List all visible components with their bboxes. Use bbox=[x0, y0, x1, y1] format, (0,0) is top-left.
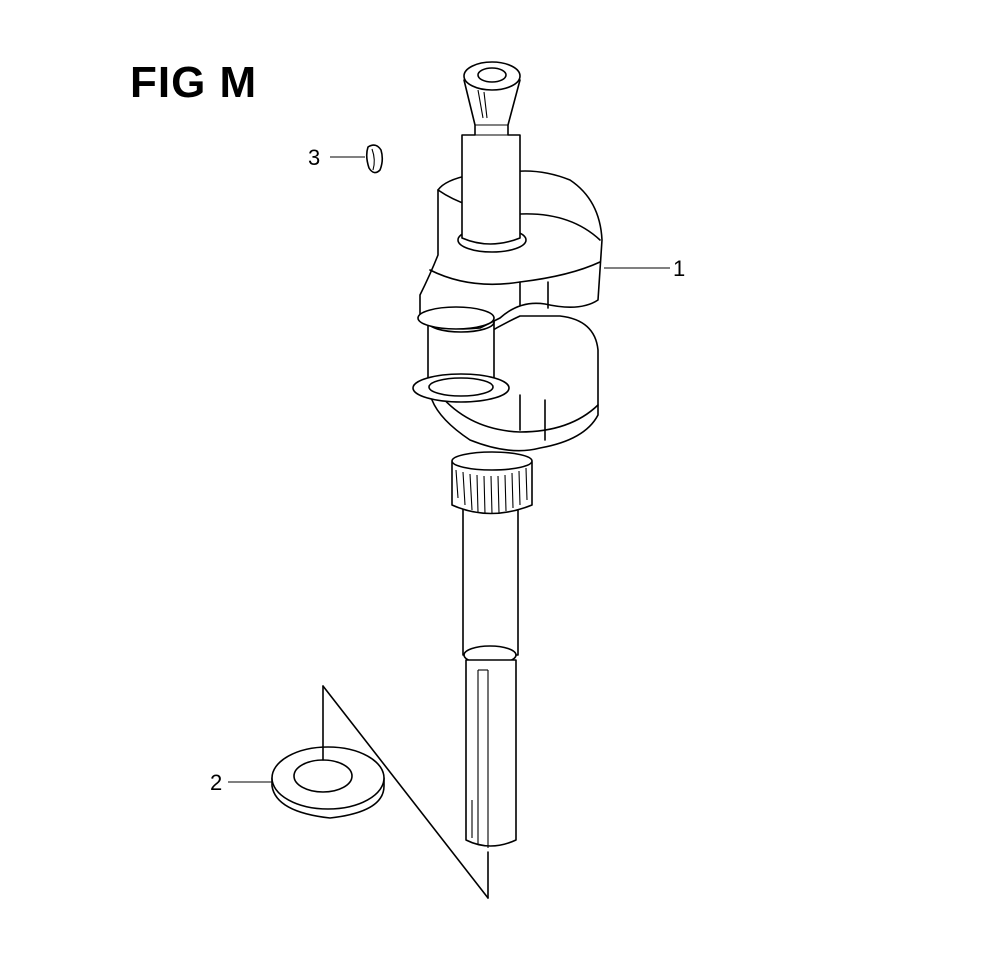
figure-title: FIG M bbox=[130, 58, 258, 107]
crankshaft-gear bbox=[451, 451, 533, 515]
washer-drawing bbox=[271, 746, 385, 819]
assembly-guide-lines bbox=[322, 685, 489, 899]
crankshaft-drawing bbox=[412, 61, 603, 848]
callout-leaders bbox=[228, 156, 670, 783]
callout-3-label: 3 bbox=[308, 145, 320, 170]
crankshaft-output-shaft bbox=[462, 504, 519, 848]
callout-2-label: 2 bbox=[210, 770, 222, 795]
crankshaft-upper-shaft bbox=[461, 61, 521, 245]
key-drawing bbox=[365, 144, 384, 174]
callout-1-label: 1 bbox=[673, 256, 685, 281]
